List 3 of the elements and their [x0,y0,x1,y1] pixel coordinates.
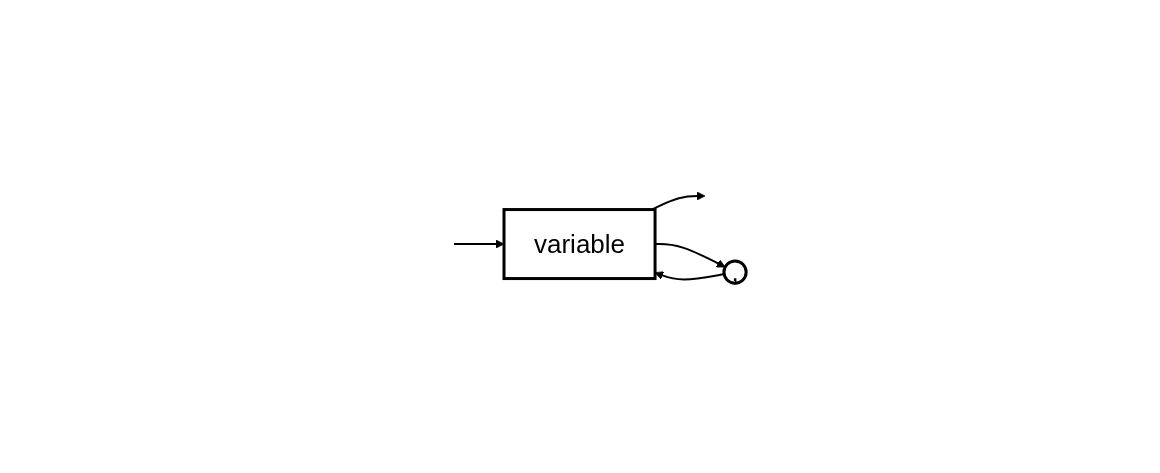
node-box: variable [502,208,658,281]
arrow [651,191,706,211]
arrow [453,239,505,249]
